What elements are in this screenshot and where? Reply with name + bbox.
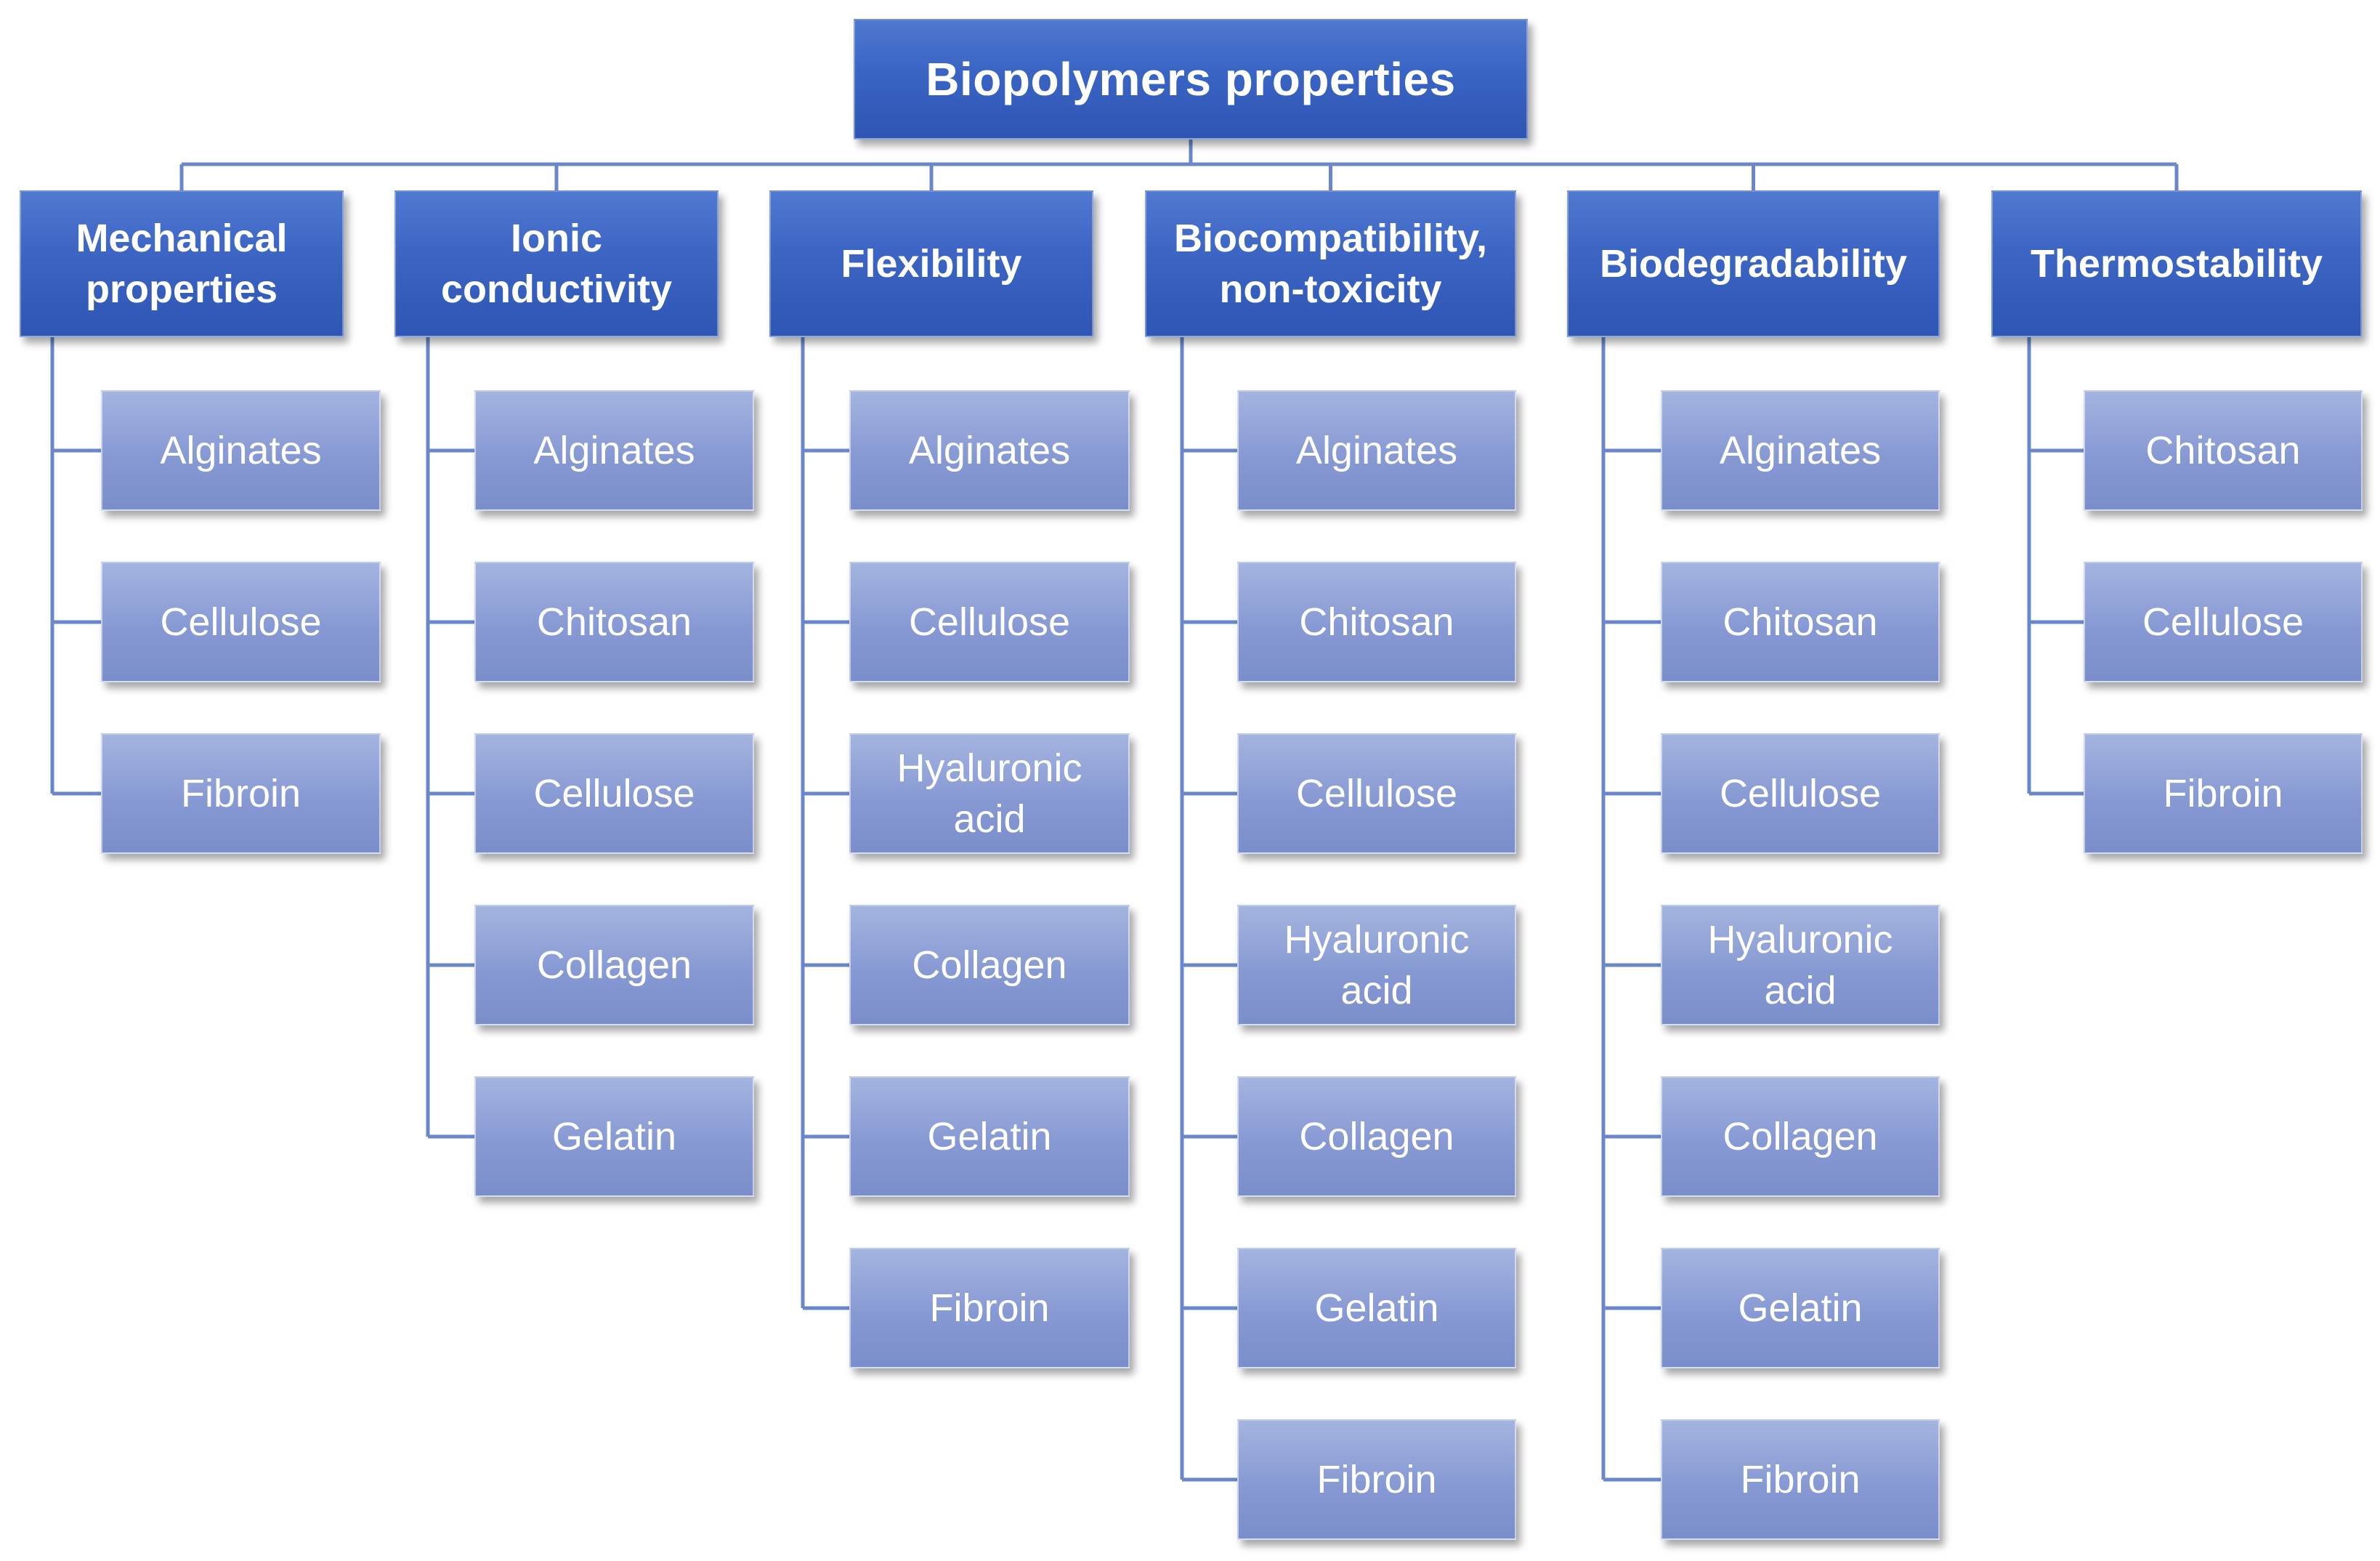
leaf-node: Chitosan xyxy=(2084,390,2363,511)
leaf-node: Hyaluronic acid xyxy=(849,733,1130,854)
leaf-node: Cellulose xyxy=(849,562,1130,682)
leaf-node: Chitosan xyxy=(474,562,754,682)
leaf-node: Cellulose xyxy=(474,733,754,854)
leaf-node: Chitosan xyxy=(1661,562,1940,682)
leaf-node: Fibroin xyxy=(2084,733,2363,854)
leaf-node: Collagen xyxy=(474,905,754,1025)
category-node: Flexibility xyxy=(769,190,1093,337)
leaf-node: Hyaluronic acid xyxy=(1661,905,1940,1025)
leaf-node: Collagen xyxy=(849,905,1130,1025)
leaf-node: Fibroin xyxy=(849,1248,1130,1368)
leaf-node: Alginates xyxy=(1661,390,1940,511)
leaf-node: Gelatin xyxy=(849,1076,1130,1197)
category-node: Ionic conductivity xyxy=(394,190,719,337)
category-node: Thermostability xyxy=(1991,190,2362,337)
leaf-node: Alginates xyxy=(849,390,1130,511)
leaf-node: Collagen xyxy=(1661,1076,1940,1197)
leaf-node: Fibroin xyxy=(1661,1419,1940,1540)
leaf-node: Alginates xyxy=(101,390,381,511)
leaf-node: Fibroin xyxy=(1237,1419,1516,1540)
leaf-node: Alginates xyxy=(1237,390,1516,511)
leaf-node: Cellulose xyxy=(101,562,381,682)
leaf-node: Hyaluronic acid xyxy=(1237,905,1516,1025)
leaf-node: Cellulose xyxy=(1237,733,1516,854)
leaf-node: Cellulose xyxy=(1661,733,1940,854)
leaf-node: Cellulose xyxy=(2084,562,2363,682)
leaf-node: Gelatin xyxy=(1237,1248,1516,1368)
category-node: Biodegradability xyxy=(1567,190,1940,337)
leaf-node: Collagen xyxy=(1237,1076,1516,1197)
leaf-node: Fibroin xyxy=(101,733,381,854)
leaf-node: Alginates xyxy=(474,390,754,511)
root-node: Biopolymers properties xyxy=(854,19,1528,140)
leaf-node: Gelatin xyxy=(474,1076,754,1197)
leaf-node: Chitosan xyxy=(1237,562,1516,682)
category-node: Mechanical properties xyxy=(20,190,344,337)
leaf-node: Gelatin xyxy=(1661,1248,1940,1368)
category-node: Biocompatibility, non-toxicity xyxy=(1145,190,1516,337)
